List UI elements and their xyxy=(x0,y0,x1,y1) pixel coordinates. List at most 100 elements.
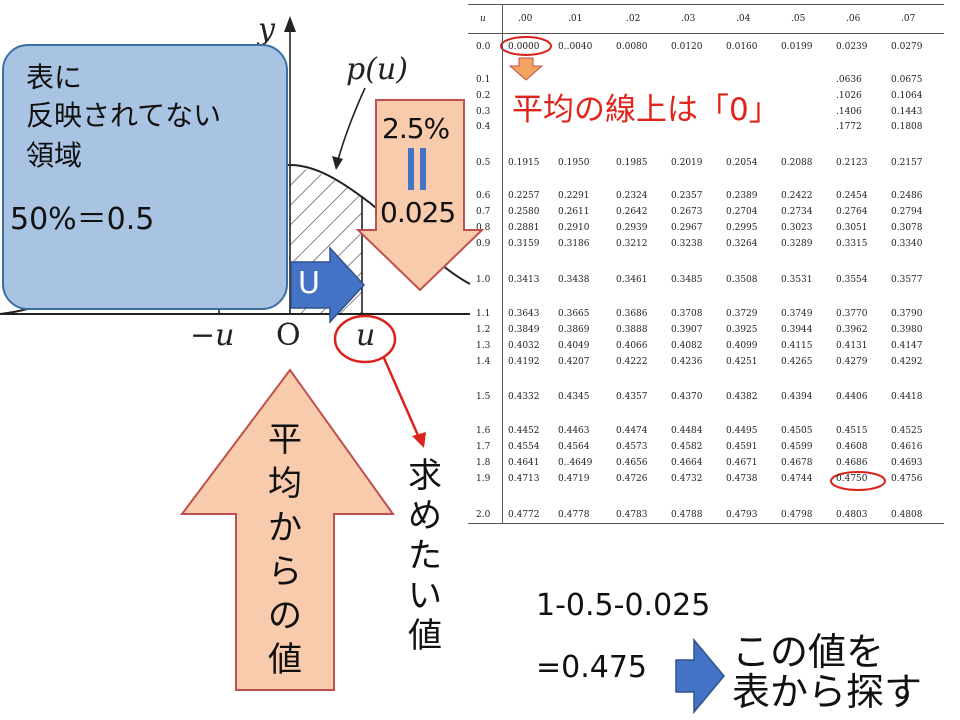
z-table-cell: 0.0675 xyxy=(891,75,923,85)
z-table-cell: 0.3508 xyxy=(726,275,758,285)
z-table-cell: 0.3729 xyxy=(726,309,758,319)
z-table-cell: 0.1985 xyxy=(616,158,648,168)
z-table-cell: 0.4750 xyxy=(836,474,868,484)
z-table-cell: 0.2939 xyxy=(616,223,648,233)
z-table-cell: 0.2454 xyxy=(836,191,868,201)
z-table-cell: 0.0000 xyxy=(508,42,540,52)
z-table-cell: 0.4222 xyxy=(616,357,648,367)
z-table-cell: 0.3849 xyxy=(508,325,540,335)
not-in-table-line3: 領域 xyxy=(26,139,83,172)
z-table-cell: 0.2088 xyxy=(781,158,813,168)
z-table-cell: 0.4418 xyxy=(891,392,923,402)
z-table-cell: 0.4798 xyxy=(781,510,813,520)
z-table-cell: 0.3531 xyxy=(781,275,813,285)
u-red-arrow-line xyxy=(382,357,422,441)
z-table-cell: 0.2611 xyxy=(558,207,590,217)
z-table-cell: 0.4599 xyxy=(781,442,813,452)
z-table-cell: 0.2967 xyxy=(671,223,703,233)
z-table-cell: 0.2054 xyxy=(726,158,758,168)
z-table-cell: 0.3315 xyxy=(836,239,868,249)
z-table-cell: 0.3962 xyxy=(836,325,868,335)
z-table-cell: 0.4564 xyxy=(558,442,590,452)
calc-line2: =0.475 xyxy=(536,650,648,685)
z-table-cell: .1772 xyxy=(836,122,862,132)
z-table-cell: 0.3264 xyxy=(726,239,758,249)
z-table-row-label: 1.8 xyxy=(476,458,491,468)
z-table-col-header: .04 xyxy=(736,14,751,24)
z-table-cell: 0.4265 xyxy=(781,357,813,367)
z-table-cell: 0.4726 xyxy=(616,474,648,484)
z-table-cell: 0.2580 xyxy=(508,207,540,217)
z-table-border-top xyxy=(468,4,944,5)
z-table-cell: 0.4554 xyxy=(508,442,540,452)
z-table-row-label: 1.9 xyxy=(476,474,491,484)
z-table-cell: 0.4292 xyxy=(891,357,923,367)
z-table-cell: 0.0160 xyxy=(726,42,758,52)
z-table-cell: 0.1808 xyxy=(891,122,923,132)
cell-0000-circle xyxy=(500,36,552,56)
z-table-cell: 0.4693 xyxy=(891,458,923,468)
z-table-cell: 0.4370 xyxy=(671,392,703,402)
z-table-cell: 0.4719 xyxy=(558,474,590,484)
z-table-cell: 0.1915 xyxy=(508,158,540,168)
z-table-cell: 0.4236 xyxy=(671,357,703,367)
z-table-cell: 0.3186 xyxy=(558,239,590,249)
z-table-cell: 0.3340 xyxy=(891,239,923,249)
z-table-cell: 0.4656 xyxy=(616,458,648,468)
z-table-cell: 0.4756 xyxy=(891,474,923,484)
z-table-cell: 0.2019 xyxy=(671,158,703,168)
z-table-cell: 0.4279 xyxy=(836,357,868,367)
z-table-cell: 0.4115 xyxy=(781,341,813,351)
z-table-col-header: .05 xyxy=(791,14,806,24)
z-table-cell: 0.4788 xyxy=(671,510,703,520)
z-table-cell: 0.2673 xyxy=(671,207,703,217)
z-table-row-label: 0.2 xyxy=(476,91,491,101)
z-table-cell: 0.2422 xyxy=(781,191,813,201)
z-table-cell: 0.2995 xyxy=(726,223,758,233)
z-table-cell: 0.2910 xyxy=(558,223,590,233)
z-table-cell: 0.4738 xyxy=(726,474,758,484)
z-table-cell: 0.3577 xyxy=(891,275,923,285)
z-table-col-header: .00 xyxy=(518,14,533,24)
z-table-cell: 0.4641 xyxy=(508,458,540,468)
z-table-cell: 0.4713 xyxy=(508,474,540,484)
z-table-cell: 0.4382 xyxy=(726,392,758,402)
p-u-label: p(u) xyxy=(346,52,408,87)
z-table-row-label: 1.1 xyxy=(476,309,491,319)
z-table-cell: .1026 xyxy=(836,91,862,101)
not-in-table-line1: 表に xyxy=(26,61,83,94)
z-table-cell: 0.4505 xyxy=(781,426,813,436)
z-table-row-label: 1.7 xyxy=(476,442,491,452)
z-table-cell: 0.2486 xyxy=(891,191,923,201)
z-table-cell: 0.4207 xyxy=(558,357,590,367)
z-table-cell: 0.2881 xyxy=(508,223,540,233)
y-axis-arrowhead xyxy=(284,16,296,32)
z-table-row-label: 0.1 xyxy=(476,75,491,85)
mean-line-note: 平均の線上は「0」 xyxy=(508,84,784,129)
down-arrow-top: 2.5% xyxy=(382,112,450,145)
z-table-cell: 0.3212 xyxy=(616,239,648,249)
z-table-cell: 0.3438 xyxy=(558,275,590,285)
calc-line1: 1-0.5-0.025 xyxy=(536,588,711,623)
z-table-cell: 0.2734 xyxy=(781,207,813,217)
z-table-row-label: 1.6 xyxy=(476,426,491,436)
z-table-cell: 0.3749 xyxy=(781,309,813,319)
want-value-text: 求めたい値 xyxy=(408,456,442,656)
z-table-cell: 0.4783 xyxy=(616,510,648,520)
z-table-cell: 0.3078 xyxy=(891,223,923,233)
z-table-cell: 0.4608 xyxy=(836,442,868,452)
z-table-cell: 0.4463 xyxy=(558,426,590,436)
z-table-cell: 0.3770 xyxy=(836,309,868,319)
z-table-cell: 0.4793 xyxy=(726,510,758,520)
z-table-cell: 0.4686 xyxy=(836,458,868,468)
search-note-line1: この値を xyxy=(732,630,885,674)
z-table-cell: 0.4515 xyxy=(836,426,868,436)
z-table-cell: 0.1950 xyxy=(558,158,590,168)
z-table-cell: 0.3907 xyxy=(671,325,703,335)
z-table-row-label: 0.3 xyxy=(476,107,491,117)
z-table-cell: 0.4406 xyxy=(836,392,868,402)
z-table-row-label: 0.4 xyxy=(476,122,491,132)
z-table-cell: 0.3888 xyxy=(616,325,648,335)
z-table-cell: 0.4671 xyxy=(726,458,758,468)
